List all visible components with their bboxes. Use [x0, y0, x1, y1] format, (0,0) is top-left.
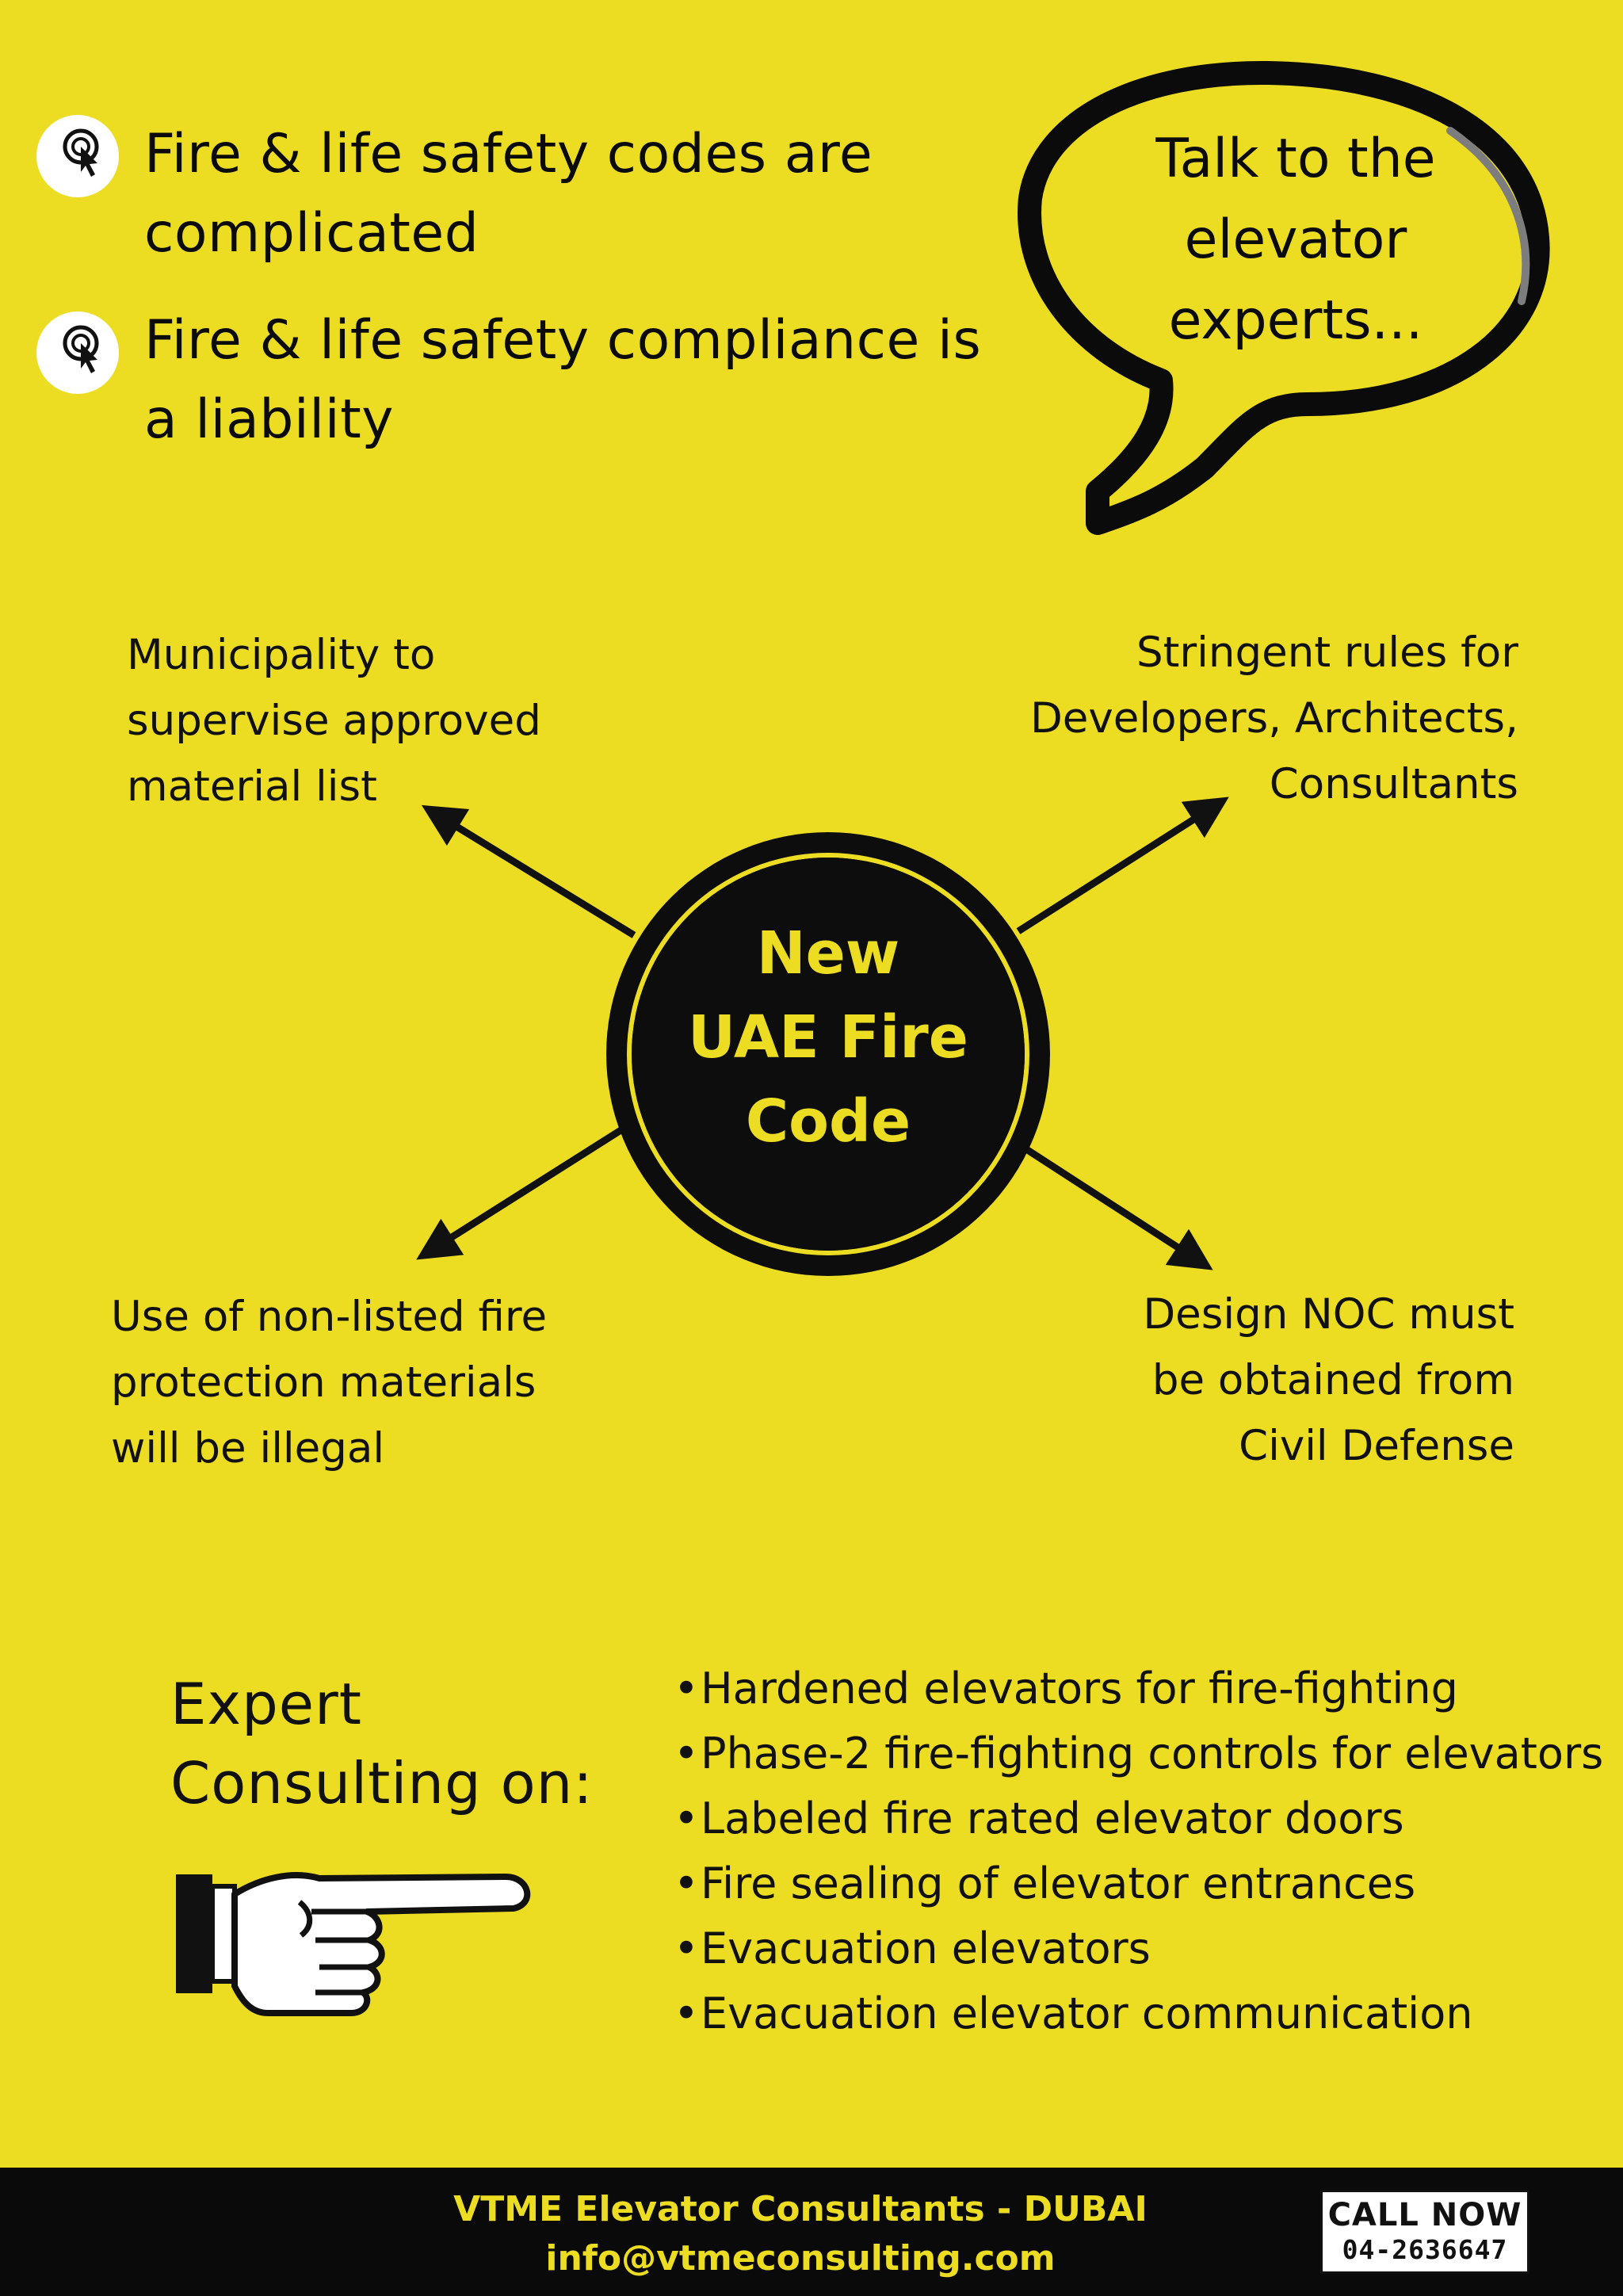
arrow-bottom-right: [1024, 1146, 1213, 1270]
list-item: •Labeled fire rated elevator doors: [674, 1794, 1404, 1843]
bubble-text: Talk to the elevator experts...: [1102, 119, 1490, 361]
caption-line: protection materials: [111, 1358, 537, 1407]
list-item: •Hardened elevators for fire-fighting: [674, 1664, 1458, 1713]
caption-top-right: Stringent rules for Developers, Architec…: [1030, 620, 1518, 817]
pointing-hand-icon: [173, 1847, 545, 2029]
service-text: Labeled fire rated elevator doors: [701, 1794, 1404, 1843]
expert-line-2: Consulting on:: [170, 1750, 594, 1817]
caption-line: material list: [127, 762, 377, 811]
call-now-label: CALL NOW: [1327, 2197, 1522, 2233]
caption-line: Municipality to: [127, 631, 436, 679]
call-now-button[interactable]: CALL NOW 04-2636647: [1320, 2190, 1529, 2274]
caption-line: be obtained from: [1151, 1356, 1514, 1404]
hub-line-3: Code: [745, 1087, 911, 1156]
service-text: Hardened elevators for fire-fighting: [701, 1664, 1458, 1713]
bubble-line-3: experts...: [1168, 289, 1423, 352]
caption-line: Design NOC must: [1143, 1290, 1514, 1339]
speech-bubble: [1006, 55, 1561, 547]
caption-bottom-left: Use of non-listed fire protection materi…: [111, 1284, 547, 1481]
phone-number: 04-2636647: [1342, 2234, 1508, 2265]
caption-line: Developers, Architects,: [1030, 694, 1518, 743]
caption-top-left: Municipality to supervise approved mater…: [127, 622, 541, 819]
service-text: Phase-2 fire-fighting controls for eleva…: [701, 1729, 1604, 1778]
company-name: VTME Elevator Consultants - DUBAI: [453, 2189, 1148, 2229]
caption-line: Use of non-listed fire: [111, 1293, 548, 1341]
arrow-top-right: [1016, 797, 1229, 934]
pointer-click-icon: [36, 115, 119, 197]
hub-inner: [632, 858, 1025, 1251]
list-item: •Fire sealing of elevator entrances: [674, 1859, 1416, 1908]
service-text: Evacuation elevators: [701, 1924, 1151, 1973]
hub-line-2: UAE Fire: [688, 1003, 968, 1072]
bullet-1-line-1: Fire & life safety codes are: [144, 123, 873, 185]
pointer-click-icon: [36, 311, 119, 394]
bullet-1-line-2: complicated: [144, 202, 479, 265]
bubble-line-2: elevator: [1184, 208, 1407, 271]
caption-line: supervise approved: [127, 697, 541, 745]
list-item: •Phase-2 fire-fighting controls for elev…: [674, 1729, 1604, 1778]
expert-heading: Expert Consulting on:: [170, 1664, 594, 1823]
bullet-2-line-2: a liability: [144, 388, 394, 451]
services-list: •Hardened elevators for fire-fighting •P…: [674, 1656, 1603, 2046]
list-item: •Evacuation elevator communication: [674, 1988, 1473, 2038]
caption-line: Civil Defense: [1239, 1422, 1514, 1470]
bullet-2-line-1: Fire & life safety compliance is: [144, 309, 982, 372]
caption-line: Stringent rules for: [1136, 628, 1518, 677]
arrow-bottom-left: [416, 1126, 624, 1260]
arrow-top-left: [421, 804, 636, 938]
list-item: •Evacuation elevators: [674, 1924, 1151, 1973]
bubble-line-1: Talk to the: [1155, 128, 1436, 190]
email-link[interactable]: info@vtmeconsulting.com: [545, 2238, 1056, 2279]
caption-line: will be illegal: [111, 1424, 385, 1473]
caption-line: Consultants: [1269, 760, 1518, 808]
service-text: Evacuation elevator communication: [701, 1988, 1473, 2038]
hub-title: New UAE Fire Code: [634, 911, 1022, 1163]
service-text: Fire sealing of elevator entrances: [701, 1859, 1416, 1908]
expert-line-1: Expert: [170, 1671, 362, 1737]
caption-bottom-right: Design NOC must be obtained from Civil D…: [1143, 1282, 1514, 1479]
hub-line-1: New: [756, 919, 900, 988]
